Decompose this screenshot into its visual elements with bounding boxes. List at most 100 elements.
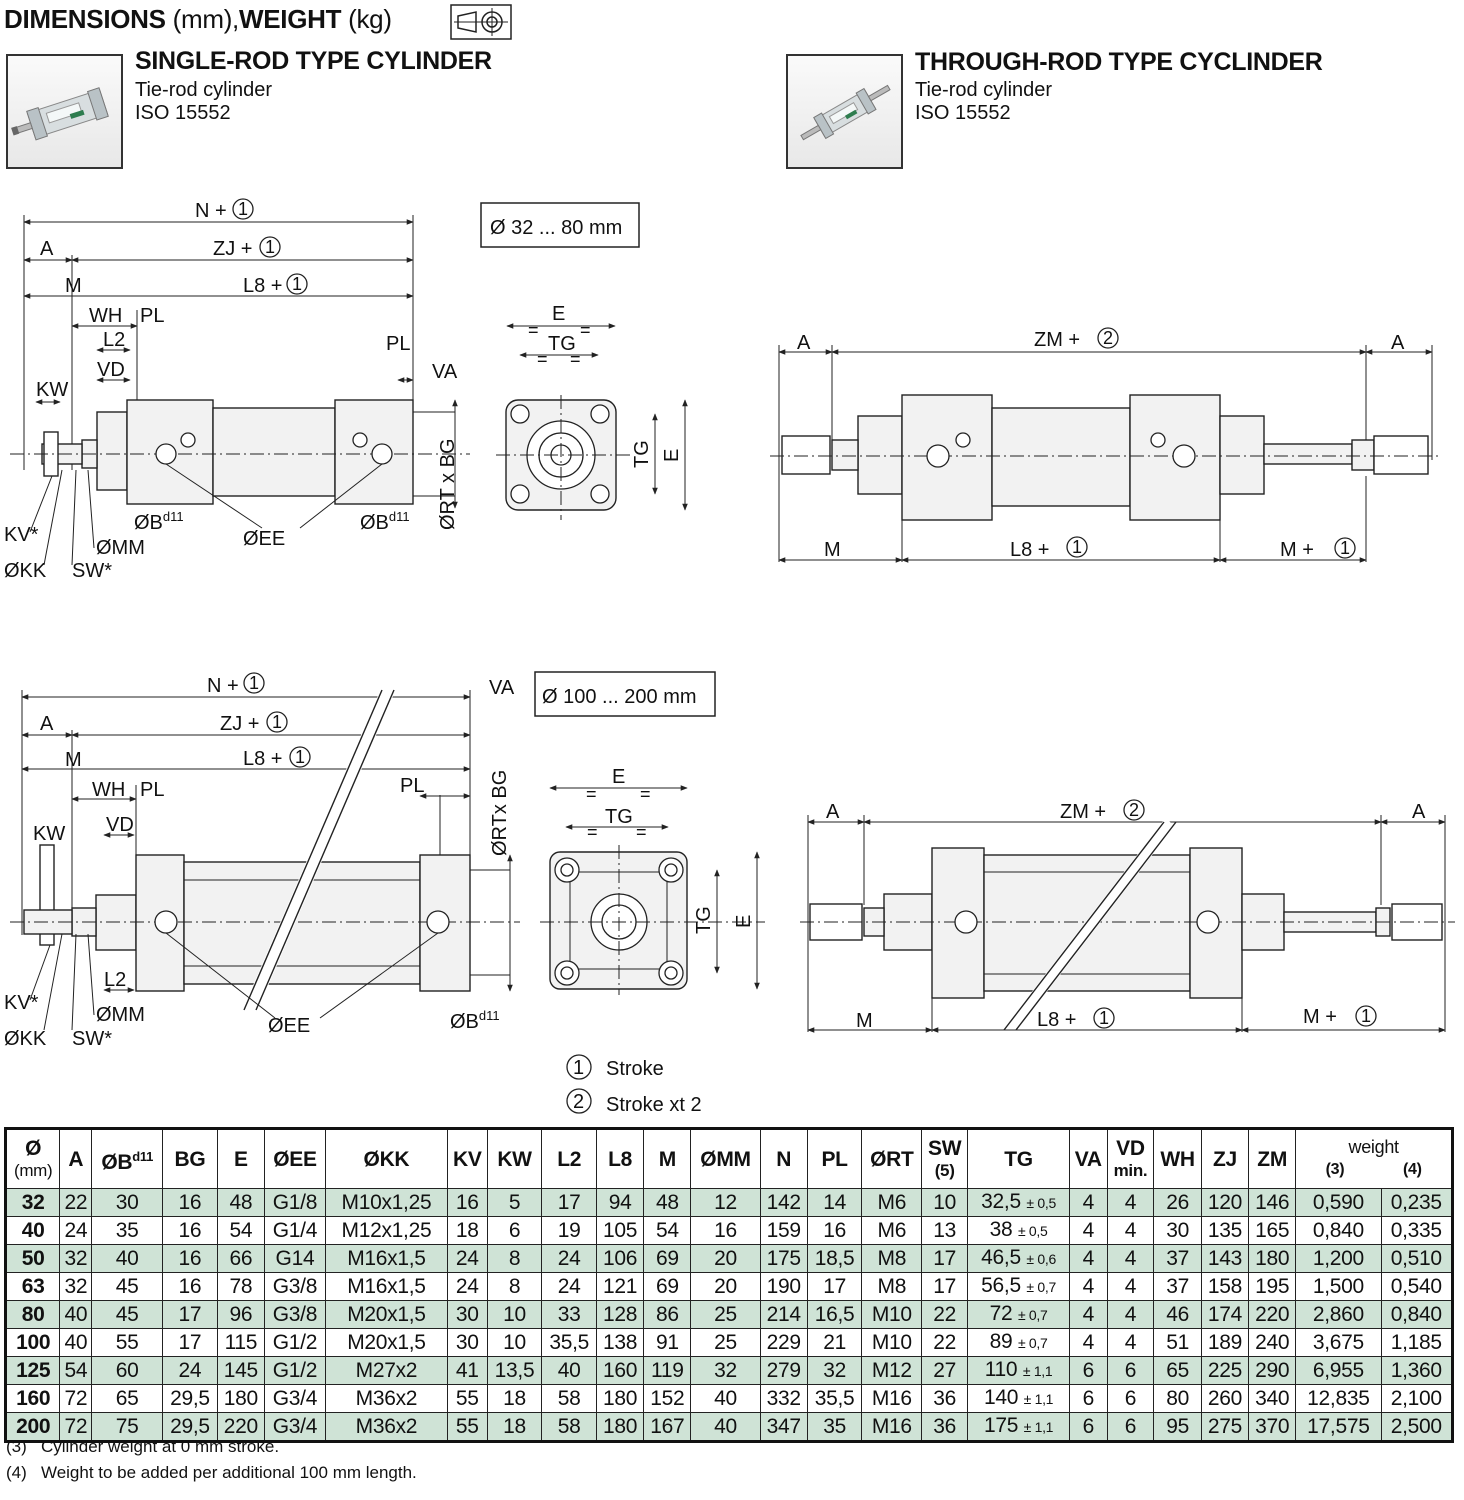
table-cell: 370 [1248,1412,1297,1442]
col-pl: PL [806,1128,863,1189]
col-mm: ØMM [690,1128,761,1189]
table-cell: 229 [759,1328,808,1357]
table-cell: 180 [596,1384,645,1413]
front-e-label: E [552,303,565,325]
table-cell: 69 [643,1272,692,1301]
table-cell: 20 [690,1244,761,1273]
table-cell: 4 [1106,1244,1155,1273]
tg-tolerance: ± 1,1 [1023,1391,1054,1407]
hdr-text: ØKK [363,1147,410,1171]
table-cell: 180 [596,1412,645,1442]
footnote-4-text: Weight to be added per additional 100 mm… [40,1463,417,1482]
table-cell: M36x2 [324,1412,448,1442]
tg-tolerance: ± 0,6 [1026,1251,1056,1267]
col-kw: KW [486,1128,543,1189]
table-cell: 40 [4,1216,61,1245]
table-cell: G3/4 [263,1384,326,1413]
tg-tolerance: ± 0,7 [1017,1307,1048,1323]
table-cell: 24 [59,1216,93,1245]
table-cell: 180 [1248,1244,1297,1273]
tr-zm-label: ZM + [1034,329,1080,351]
table-cell: 16 [162,1216,218,1245]
table-cell: 21 [806,1328,863,1357]
table-cell: G3/8 [263,1300,326,1329]
trl-l8-circle: 1 [1099,1008,1109,1028]
table-cell: 40 [690,1412,761,1442]
table-cell: 2,500 [1380,1412,1454,1442]
table-cell: 66 [216,1244,265,1273]
l-dim-b-label: ØBd11 [450,1008,500,1033]
table-cell: 32 [4,1188,61,1217]
col-weight: weight (3) (4) [1295,1128,1453,1189]
table-cell: 347 [759,1412,808,1442]
dim-zj-circle: 1 [265,237,275,257]
l-front-e-vert-label: E [733,915,755,928]
table-cell: 95 [1153,1412,1202,1442]
col-tg: TG [967,1128,1070,1189]
table-cell: 30 [91,1188,164,1217]
legend-one-num: 1 [573,1057,584,1079]
table-cell: M8 [861,1244,923,1273]
dim-kk-label: ØKK [4,560,47,582]
hdr-text: VD [1116,1136,1145,1160]
table-cell: 0,235 [1380,1188,1454,1217]
table-cell: 1,360 [1380,1356,1454,1385]
d11-text: d11 [389,509,410,524]
technical-drawings: .ln{stroke:#222;stroke-width:1.4;fill:no… [4,198,1455,1116]
table-cell: 32 [806,1356,863,1385]
table-cell: 0,540 [1380,1272,1454,1301]
trl-a-right-label: A [1412,801,1426,823]
table-cell: 26 [1153,1188,1202,1217]
through-rod-cylinder-photo [786,54,903,169]
table-cell: 0,590 [1295,1188,1382,1217]
table-cell: 29,5 [162,1384,218,1413]
table-cell: 6 [1068,1412,1108,1442]
table-cell: 72 ± 0,7 [967,1300,1070,1329]
table-cell: 58 [541,1412,598,1442]
table-cell: 16,5 [806,1300,863,1329]
table-cell: 119 [643,1356,692,1385]
table-cell: 180 [216,1384,265,1413]
table-cell: 25 [690,1328,761,1357]
table-cell: 4 [1068,1328,1108,1357]
table-cell: 40 [59,1328,93,1357]
table-cell: 86 [643,1300,692,1329]
l-dim-va-label: VA [489,677,515,699]
col-rt: ØRT [861,1128,923,1189]
table-cell: 160 [4,1384,61,1413]
eq-mark: = [636,822,647,842]
table-cell: 17 [541,1188,598,1217]
table-cell: 2,860 [1295,1300,1382,1329]
table-cell: 4 [1106,1272,1155,1301]
tr-l8-circle: 1 [1072,537,1082,557]
table-cell: 36 [921,1412,969,1442]
table-cell: 4 [1106,1328,1155,1357]
table-cell: 100 [4,1328,61,1357]
dim-l8-circle: 1 [292,274,302,294]
table-cell: 158 [1200,1272,1250,1301]
table-cell: 174 [1200,1300,1250,1329]
table-cell: 175 ± 1,1 [967,1412,1070,1442]
eq-mark: = [587,822,598,842]
table-cell: 65 [91,1384,164,1413]
col-l2: L2 [541,1128,598,1189]
table-cell: 40 [690,1384,761,1413]
hdr-sup: d11 [132,1148,154,1164]
dim-rtbg-label: ØRT x BG [437,438,459,530]
table-cell: 13,5 [486,1356,543,1385]
table-cell: 6 [1068,1384,1108,1413]
footnote-3-text: Cylinder weight at 0 mm stroke. [40,1437,280,1456]
b-text: ØB [450,1011,479,1033]
table-cell: 35,5 [541,1328,598,1357]
table-cell: 54 [643,1216,692,1245]
table-cell: 24 [541,1272,598,1301]
table-cell: G1/2 [263,1356,326,1385]
table-cell: 69 [643,1244,692,1273]
col-wh: WH [1153,1128,1202,1189]
eq-mark: = [640,784,651,804]
col-diameter: Ø(mm) [4,1128,61,1189]
